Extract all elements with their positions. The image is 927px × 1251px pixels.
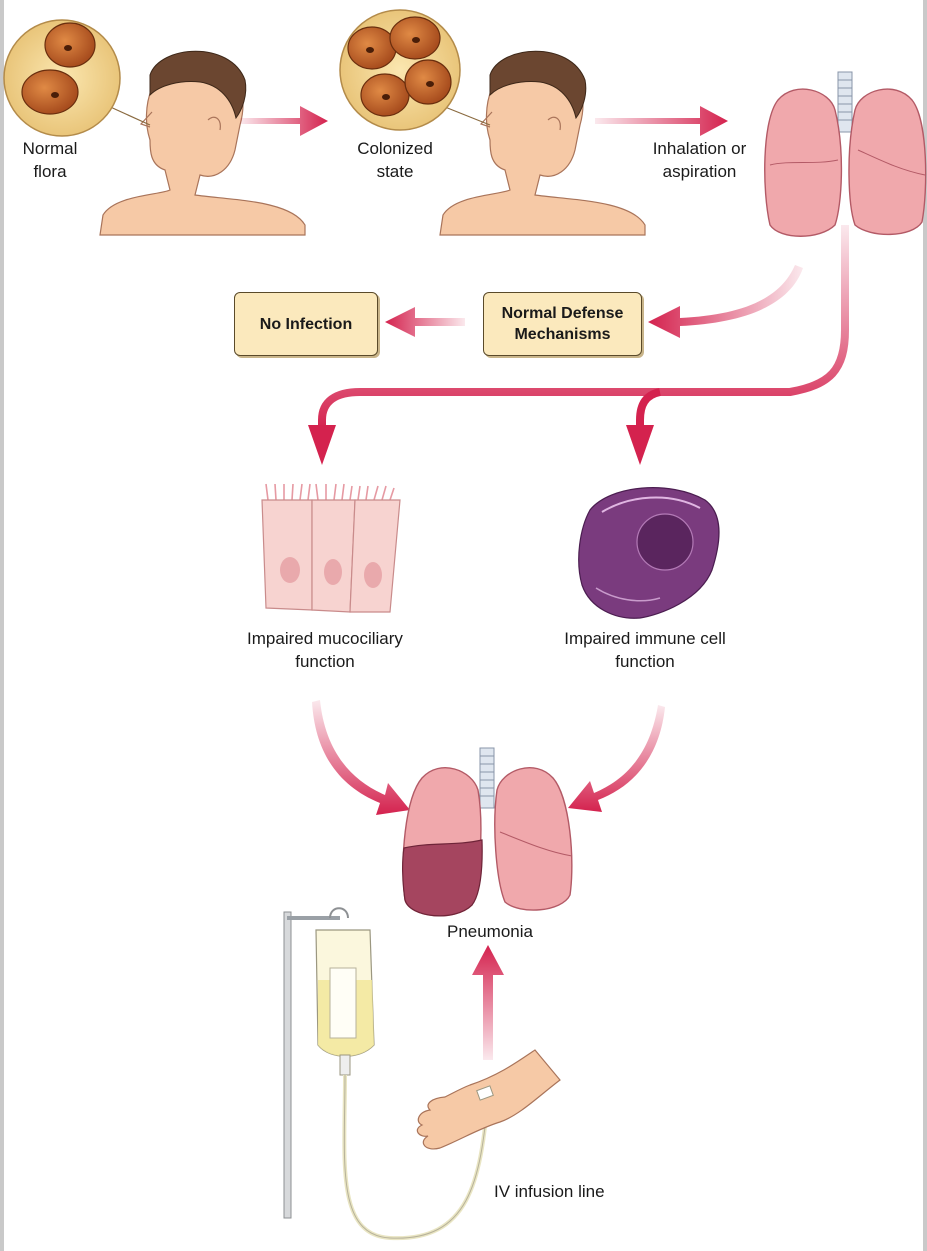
label-iv-infusion-line: IV infusion line bbox=[494, 1180, 654, 1203]
label-impaired-immune: Impaired immune cell function bbox=[530, 627, 760, 673]
immune-cell-illustration bbox=[579, 488, 719, 619]
arrow-mucociliary-to-pneumonia bbox=[312, 700, 410, 815]
label-pneumonia: Pneumonia bbox=[420, 920, 560, 943]
colonized-magnifier-circle bbox=[340, 10, 490, 130]
hand-with-iv-illustration bbox=[417, 1050, 560, 1149]
label-impaired-mucociliary: Impaired mucociliary function bbox=[210, 627, 440, 673]
person-colonized bbox=[440, 51, 645, 235]
arrow-immune-to-pneumonia bbox=[568, 705, 665, 812]
label-colonized-state: Colonized state bbox=[340, 137, 450, 183]
arrow-to-lungs-top bbox=[595, 106, 728, 136]
lungs-top-illustration bbox=[765, 72, 926, 236]
iv-pole-and-bag bbox=[284, 908, 488, 1238]
arrow-to-normal-defense bbox=[648, 265, 803, 338]
arrow-to-colonized bbox=[240, 106, 328, 136]
box-no-infection: No Infection bbox=[234, 292, 378, 356]
box-normal-defense-mechanisms: Normal Defense Mechanisms bbox=[483, 292, 642, 356]
label-inhalation-aspiration: Inhalation or aspiration bbox=[632, 137, 767, 183]
arrow-to-no-infection bbox=[385, 307, 465, 337]
person-normal-flora bbox=[100, 51, 305, 235]
ciliated-cells-illustration bbox=[262, 484, 400, 612]
flora-magnifier-circle bbox=[4, 20, 150, 136]
label-normal-flora: Normal flora bbox=[10, 137, 90, 183]
arrow-iv-to-pneumonia bbox=[472, 945, 504, 1060]
lungs-pneumonia-illustration bbox=[403, 748, 572, 916]
